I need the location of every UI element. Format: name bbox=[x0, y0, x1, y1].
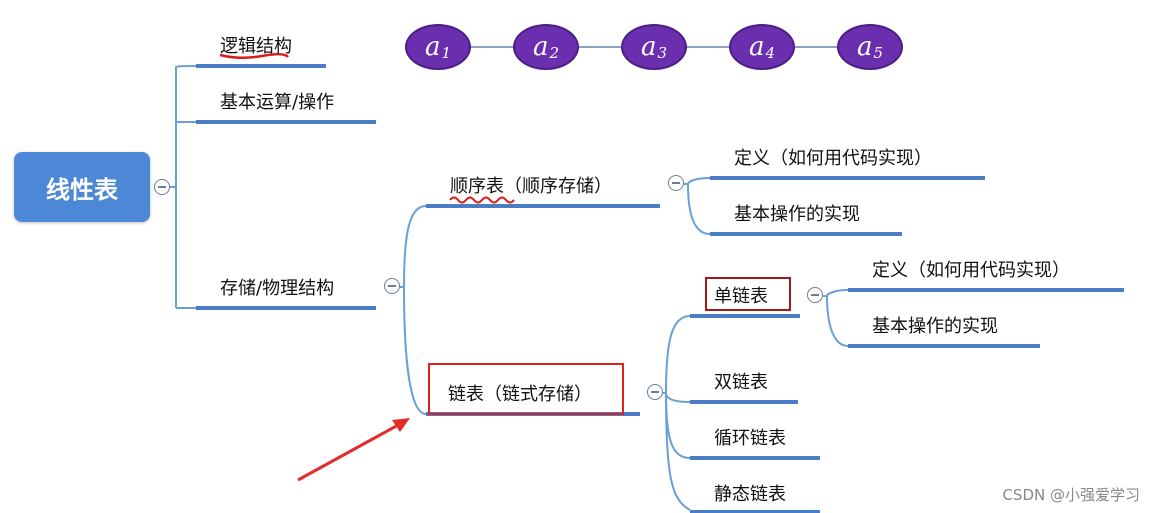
sequential-connector bbox=[684, 177, 711, 235]
linked-child-single[interactable]: 单链表 bbox=[714, 286, 768, 307]
single-linked-child-definition[interactable]: 定义（如何用代码实现） bbox=[872, 260, 1070, 281]
single-linked-collapse-icon[interactable] bbox=[807, 287, 823, 303]
single-linked-connector bbox=[823, 289, 849, 347]
sequential-collapse-icon[interactable] bbox=[668, 175, 684, 191]
root-node-linear-list[interactable]: 线性表 bbox=[14, 152, 150, 222]
storage-connector bbox=[400, 205, 427, 415]
branch-logical-structure[interactable]: 逻辑结构 bbox=[220, 36, 292, 57]
annotation-arrow bbox=[297, 418, 410, 482]
logical-red-underline bbox=[219, 53, 289, 59]
node-linked-list[interactable]: 链表（链式存储） bbox=[448, 384, 592, 405]
branch-basic-operations[interactable]: 基本运算/操作 bbox=[220, 92, 335, 113]
root-connector bbox=[170, 65, 197, 309]
linked-list-highlight-box bbox=[428, 363, 624, 415]
linked-child-double[interactable]: 双链表 bbox=[714, 372, 768, 393]
linked-child-circular[interactable]: 循环链表 bbox=[714, 428, 786, 449]
storage-collapse-icon[interactable] bbox=[384, 278, 400, 294]
branch-storage-structure[interactable]: 存储/物理结构 bbox=[220, 278, 335, 299]
sequential-red-wavy-underline bbox=[449, 196, 515, 204]
csdn-watermark: CSDN @小强爱学习 bbox=[1002, 486, 1140, 504]
sequential-child-definition[interactable]: 定义（如何用代码实现） bbox=[734, 148, 932, 169]
single-linked-highlight-box bbox=[705, 277, 791, 311]
linked-collapse-icon[interactable] bbox=[647, 384, 663, 400]
root-collapse-icon[interactable] bbox=[154, 179, 170, 195]
linked-child-static[interactable]: 静态链表 bbox=[714, 484, 786, 505]
linked-connector bbox=[662, 315, 691, 511]
single-linked-child-operations[interactable]: 基本操作的实现 bbox=[872, 316, 998, 337]
sequential-child-operations[interactable]: 基本操作的实现 bbox=[734, 204, 860, 225]
node-sequential-list[interactable]: 顺序表（顺序存储） bbox=[450, 176, 612, 197]
